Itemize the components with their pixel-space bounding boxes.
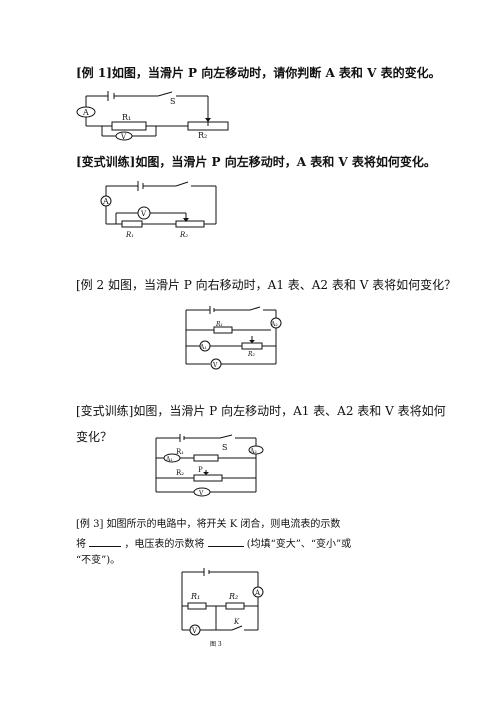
circuit-diagram-4: A₁ A₂ V S R₁ R₂ P xyxy=(155,434,264,497)
resistor-r1-icon xyxy=(193,454,219,462)
r1-label: R₁ xyxy=(122,113,131,122)
example-1-title: [例 1]如图，当滑片 P 向左移动时，请你判断 A 表和 V 表的变化。 xyxy=(76,66,441,80)
r2-label: R₂ xyxy=(176,469,184,477)
switch-k-icon xyxy=(231,625,243,631)
rheostat-r2-icon xyxy=(241,342,263,350)
example-3-line-2-part-a: 将 xyxy=(76,539,86,550)
r2-label: R₂ xyxy=(228,592,238,601)
ammeter-label: A xyxy=(82,108,89,117)
circuit-diagram-2: A V R₁ R₂ xyxy=(100,181,217,239)
current-answer-blank[interactable] xyxy=(89,536,122,547)
switch-label: K xyxy=(233,618,240,626)
circuit-diagram-5: A V K R₁ R₂ 图 3 xyxy=(181,568,264,648)
resistor-r1-icon xyxy=(187,602,207,610)
a2-label: A₂ xyxy=(270,321,278,328)
example-3-line-3: “不变”)。 xyxy=(76,555,121,566)
r2-label: R₂ xyxy=(179,231,188,239)
voltmeter-label: V xyxy=(198,490,204,497)
rheostat-r2-icon xyxy=(193,474,223,482)
resistor-r2-icon xyxy=(225,602,245,610)
switch-icon xyxy=(219,434,233,439)
resistor-r1-icon xyxy=(121,220,143,228)
rheostat-r2-icon xyxy=(175,220,205,228)
r1-label: R₁ xyxy=(190,592,200,601)
figure-caption: 图 3 xyxy=(210,641,222,648)
voltmeter-label: V xyxy=(212,362,218,369)
ammeter-label: A xyxy=(102,197,109,206)
voltmeter-label: V xyxy=(191,627,198,635)
switch-label: S xyxy=(170,97,175,106)
a1-label: A₁ xyxy=(165,456,173,463)
switch-icon xyxy=(249,306,261,311)
r2-label: R₂ xyxy=(198,131,207,140)
circuit-diagram-1: A V S R₁ R₂ xyxy=(76,91,229,141)
a2-label: A₂ xyxy=(249,448,257,455)
example-3-line-2: 将 ，电压表的示数将 (均填“变大”、“变小”或 xyxy=(76,536,351,552)
r1-label: R₁ xyxy=(215,321,223,328)
voltage-answer-blank[interactable] xyxy=(207,536,244,547)
variant-2-title-line-1: [变式训练]如图，当滑片 P 向左移动时，A1 表、A2 表和 V 表将如何 xyxy=(76,404,446,418)
switch-icon xyxy=(157,91,173,97)
example-3-line-2-part-c: (均填“变大”、“变小”或 xyxy=(246,539,352,550)
example-3-line-1: [例 3] 如图所示的电路中，将开关 K 闭合，则电流表的示数 xyxy=(76,519,341,530)
example-2-title: [例 2 如图，当滑片 P 向右移动时，A1 表、A2 表和 V 表将如何变化？ xyxy=(76,278,457,292)
switch-icon xyxy=(175,181,189,187)
voltmeter-label: V xyxy=(140,210,147,218)
r1-label: R₁ xyxy=(176,448,184,456)
variant-2-title-line-2: 变化？ xyxy=(76,430,113,444)
example-3-line-2-part-b: ，电压表的示数将 xyxy=(124,539,205,550)
ammeter-label: A xyxy=(254,589,261,597)
voltmeter-label: V xyxy=(120,133,127,141)
slider-label: P xyxy=(198,466,203,474)
a1-label: A₁ xyxy=(199,344,207,351)
switch-label: S xyxy=(222,443,227,452)
variant-1-title: [变式训练]如图，当滑片 P 向左移动时，A 表和 V 表将如何变化。 xyxy=(76,155,436,169)
r2-label: R₂ xyxy=(247,351,256,358)
r1-label: R₁ xyxy=(125,231,134,239)
circuit-diagram-3: A₂ A₁ V R₁ R₂ xyxy=(185,306,282,370)
resistor-r1-icon xyxy=(111,121,147,131)
